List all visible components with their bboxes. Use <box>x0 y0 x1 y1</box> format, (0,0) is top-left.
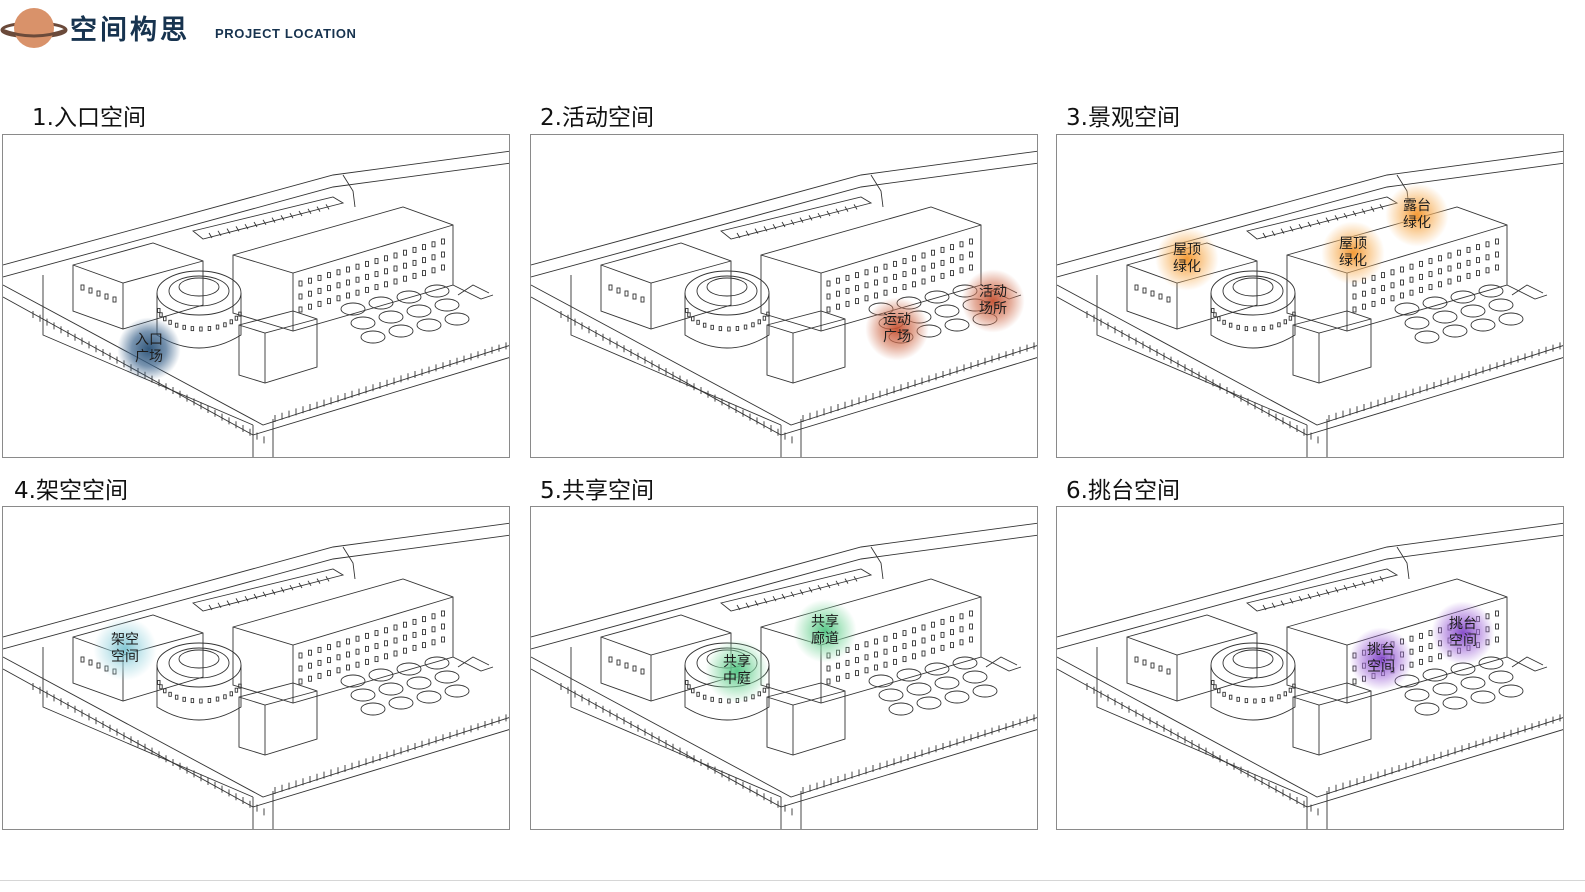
label-line: 活动 <box>979 284 1007 300</box>
planet-icon <box>0 8 68 48</box>
panel-title-4: 4.架空空间 <box>14 478 128 504</box>
panel-activity-space: 运动 广场 活动 场所 <box>530 134 1038 458</box>
panel-stilt-space: 架空 空间 <box>2 506 510 830</box>
highlight-shared-corridor: 共享 廊道 <box>793 599 857 663</box>
label-line: 屋顶 <box>1173 242 1201 258</box>
highlight-stilt-space: 架空 空间 <box>93 617 157 681</box>
label-line: 共享 <box>811 614 839 630</box>
footer-divider <box>0 880 1585 881</box>
highlight-roof-greening-1: 屋顶 绿化 <box>1155 227 1219 291</box>
panel-title-2: 2.活动空间 <box>540 105 654 131</box>
site-drawing-svg <box>1057 522 1563 829</box>
label-line: 共享 <box>723 654 751 670</box>
label-line: 空间 <box>1367 659 1395 675</box>
label-line: 广场 <box>883 329 911 345</box>
highlight-roof-greening-2: 屋顶 绿化 <box>1321 221 1385 285</box>
label-line: 架空 <box>111 632 139 648</box>
highlight-activity-venue: 活动 场所 <box>961 269 1025 333</box>
panel-title-3: 3.景观空间 <box>1066 105 1180 131</box>
label-line: 绿化 <box>1173 259 1201 275</box>
label-line: 屋顶 <box>1339 236 1367 252</box>
highlight-entrance-plaza: 入口 广场 <box>117 317 181 381</box>
site-drawing-svg <box>3 150 509 457</box>
panel-title-5: 5.共享空间 <box>540 478 654 504</box>
label-line: 空间 <box>1449 633 1477 649</box>
label-line: 挑台 <box>1367 642 1395 658</box>
label-line: 绿化 <box>1339 253 1367 269</box>
highlight-shared-atrium: 共享 中庭 <box>705 639 769 703</box>
label-line: 绿化 <box>1403 215 1431 231</box>
label-line: 空间 <box>111 649 139 665</box>
site-drawing-svg <box>1057 150 1563 457</box>
panel-title-1: 1.入口空间 <box>32 105 146 131</box>
panel-title-6: 6.挑台空间 <box>1066 478 1180 504</box>
page-subtitle: PROJECT LOCATION <box>215 26 357 41</box>
panel-overhang-space: 挑台 空间 挑台 空间 <box>1056 506 1564 830</box>
label-line: 场所 <box>979 301 1007 317</box>
site-drawing-svg <box>3 522 509 829</box>
label-line: 中庭 <box>723 671 751 687</box>
label-line: 广场 <box>135 349 163 365</box>
highlight-sports-plaza: 运动 广场 <box>865 297 929 361</box>
panel-landscape-space: 屋顶 绿化 屋顶 绿化 露台 绿化 <box>1056 134 1564 458</box>
label-line: 廊道 <box>811 631 839 647</box>
site-drawing-svg <box>531 522 1037 829</box>
page-title: 空间构思 <box>70 15 190 46</box>
label-line: 运动 <box>883 312 911 328</box>
panel-entrance-space: 入口 广场 <box>2 134 510 458</box>
header: 空间构思 PROJECT LOCATION <box>0 0 600 60</box>
label-line: 挑台 <box>1449 616 1477 632</box>
highlight-terrace-greening: 露台 绿化 <box>1385 183 1449 247</box>
highlight-overhang-1: 挑台 空间 <box>1349 627 1413 691</box>
label-line: 入口 <box>135 332 163 348</box>
highlight-overhang-2: 挑台 空间 <box>1431 601 1495 665</box>
panel-shared-space: 共享 中庭 共享 廊道 <box>530 506 1038 830</box>
label-line: 露台 <box>1403 198 1431 214</box>
